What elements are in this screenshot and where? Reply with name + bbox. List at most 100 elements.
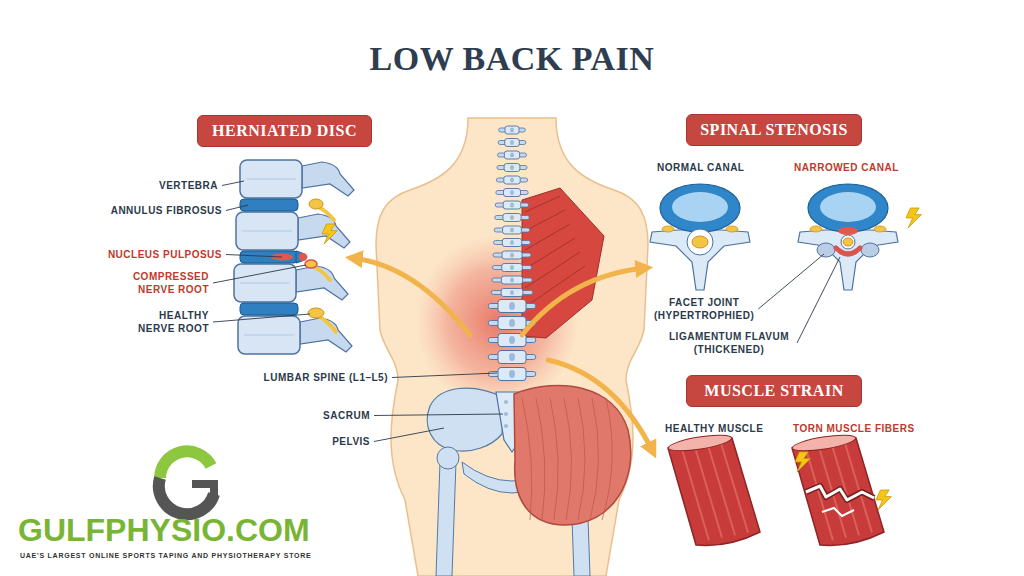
bone-texture [242, 231, 292, 232]
pointer-arrow [548, 360, 653, 452]
vertebra [503, 226, 522, 234]
leader-line [374, 414, 503, 416]
transverse-process [494, 241, 531, 245]
disc-core [672, 192, 728, 222]
transverse-process [495, 203, 528, 207]
muscle-belly [668, 438, 760, 546]
transverse-process [493, 253, 531, 257]
muscle-fiber [602, 398, 612, 520]
muscle-fiber [590, 398, 599, 520]
nerve-root [309, 199, 323, 209]
nerve-root [662, 226, 674, 232]
muscle-fiber [550, 398, 558, 520]
muscle-fiber [707, 442, 735, 535]
leader-line [797, 257, 840, 343]
spinous-process [509, 370, 515, 378]
pain-bolt [876, 490, 891, 510]
leader-line [222, 181, 244, 186]
spinous-process [509, 353, 515, 361]
herniated-nucleus [299, 253, 307, 261]
vertebra [501, 289, 523, 297]
diagram-title: LOW BACK PAIN [370, 42, 655, 76]
transverse-process [492, 266, 531, 270]
gluteal-muscle [514, 386, 631, 525]
muscle-fiber [525, 252, 580, 288]
vertebra [503, 214, 521, 222]
muscle-fiber [578, 398, 585, 520]
vertebra [502, 251, 522, 259]
muscle-fiber [694, 444, 722, 538]
logo-mark [160, 451, 211, 478]
spinal-canal [687, 229, 713, 255]
spinous-process [510, 190, 514, 195]
femur-head [437, 447, 459, 469]
femur [436, 462, 456, 576]
pointer-arrow [352, 258, 470, 335]
transverse-process [498, 153, 527, 157]
body-silhouette [376, 118, 648, 576]
muscle-end [791, 432, 856, 454]
leader-line [226, 205, 248, 211]
logo-mark [192, 484, 214, 496]
spinous-process [510, 178, 514, 183]
logo-mark [159, 478, 214, 514]
muscle-fiber [525, 238, 575, 269]
hypertrophied-facet [861, 243, 879, 257]
vertebra [502, 239, 521, 247]
intervertebral-disc [240, 303, 298, 315]
spinous-process [510, 140, 514, 145]
nerve-tail [318, 316, 336, 332]
muscle-tear [822, 508, 854, 516]
lumbar-vertebra [498, 300, 526, 313]
transverse-process [494, 228, 530, 232]
bone-texture [244, 335, 294, 336]
sacral-foramen [504, 412, 508, 416]
spinous-process [509, 302, 515, 310]
transverse-process [496, 191, 528, 195]
vertebra [503, 201, 521, 209]
spinal-cord [692, 236, 708, 248]
pain-bolt [795, 452, 810, 472]
transverse-process [491, 291, 532, 295]
vertebral-body [236, 212, 298, 250]
part-label: HEALTHY NERVE ROOT [125, 309, 209, 335]
leader-line [226, 255, 282, 258]
part-label: SACRUM [323, 409, 370, 422]
vertebral-arch [798, 230, 898, 290]
muscle-belly [792, 438, 884, 546]
nerve-root [874, 226, 886, 232]
part-label: NARROWED CANAL [794, 161, 899, 174]
section-banner: MUSCLE STRAIN [686, 375, 862, 407]
bone-texture [240, 283, 290, 284]
spinous-process [510, 253, 514, 258]
spinous-process [509, 319, 515, 327]
part-label: HEALTHY MUSCLE [665, 422, 763, 435]
leader-line [392, 373, 497, 378]
leader-line [374, 428, 444, 442]
transverse-process [495, 216, 530, 220]
spinous-process [510, 203, 514, 208]
part-label: LUMBAR SPINE (L1–L5) [264, 371, 388, 384]
part-label: LIGAMENTUM FLAVUM (THICKENED) [665, 330, 793, 356]
vertebra [501, 276, 522, 284]
vertebral-arch [650, 230, 750, 290]
iliac-wing [427, 388, 505, 451]
muscle-fiber [522, 398, 532, 520]
part-label: PELVIS [332, 435, 370, 448]
section-banner: HERNIATED DISC [197, 115, 372, 147]
sacral-foramen [504, 400, 508, 404]
part-label: TORN MUSCLE FIBERS [793, 422, 915, 435]
transverse-process [492, 278, 532, 282]
muscle-fiber [681, 446, 709, 540]
part-label: COMPRESSED NERVE ROOT [125, 270, 209, 296]
spinal-cord [843, 238, 853, 246]
spinous-process [510, 265, 514, 270]
spinous-process [510, 165, 514, 170]
posterior-arch [298, 214, 350, 248]
vertebral-body [238, 316, 300, 354]
healthy-nerve-root [308, 308, 324, 318]
back-muscle [522, 188, 604, 338]
section-banner: SPINAL STENOSIS [686, 114, 862, 146]
disc-bulge [838, 227, 858, 235]
logo-wordmark: GULFPHYSIO.COM [18, 514, 310, 546]
